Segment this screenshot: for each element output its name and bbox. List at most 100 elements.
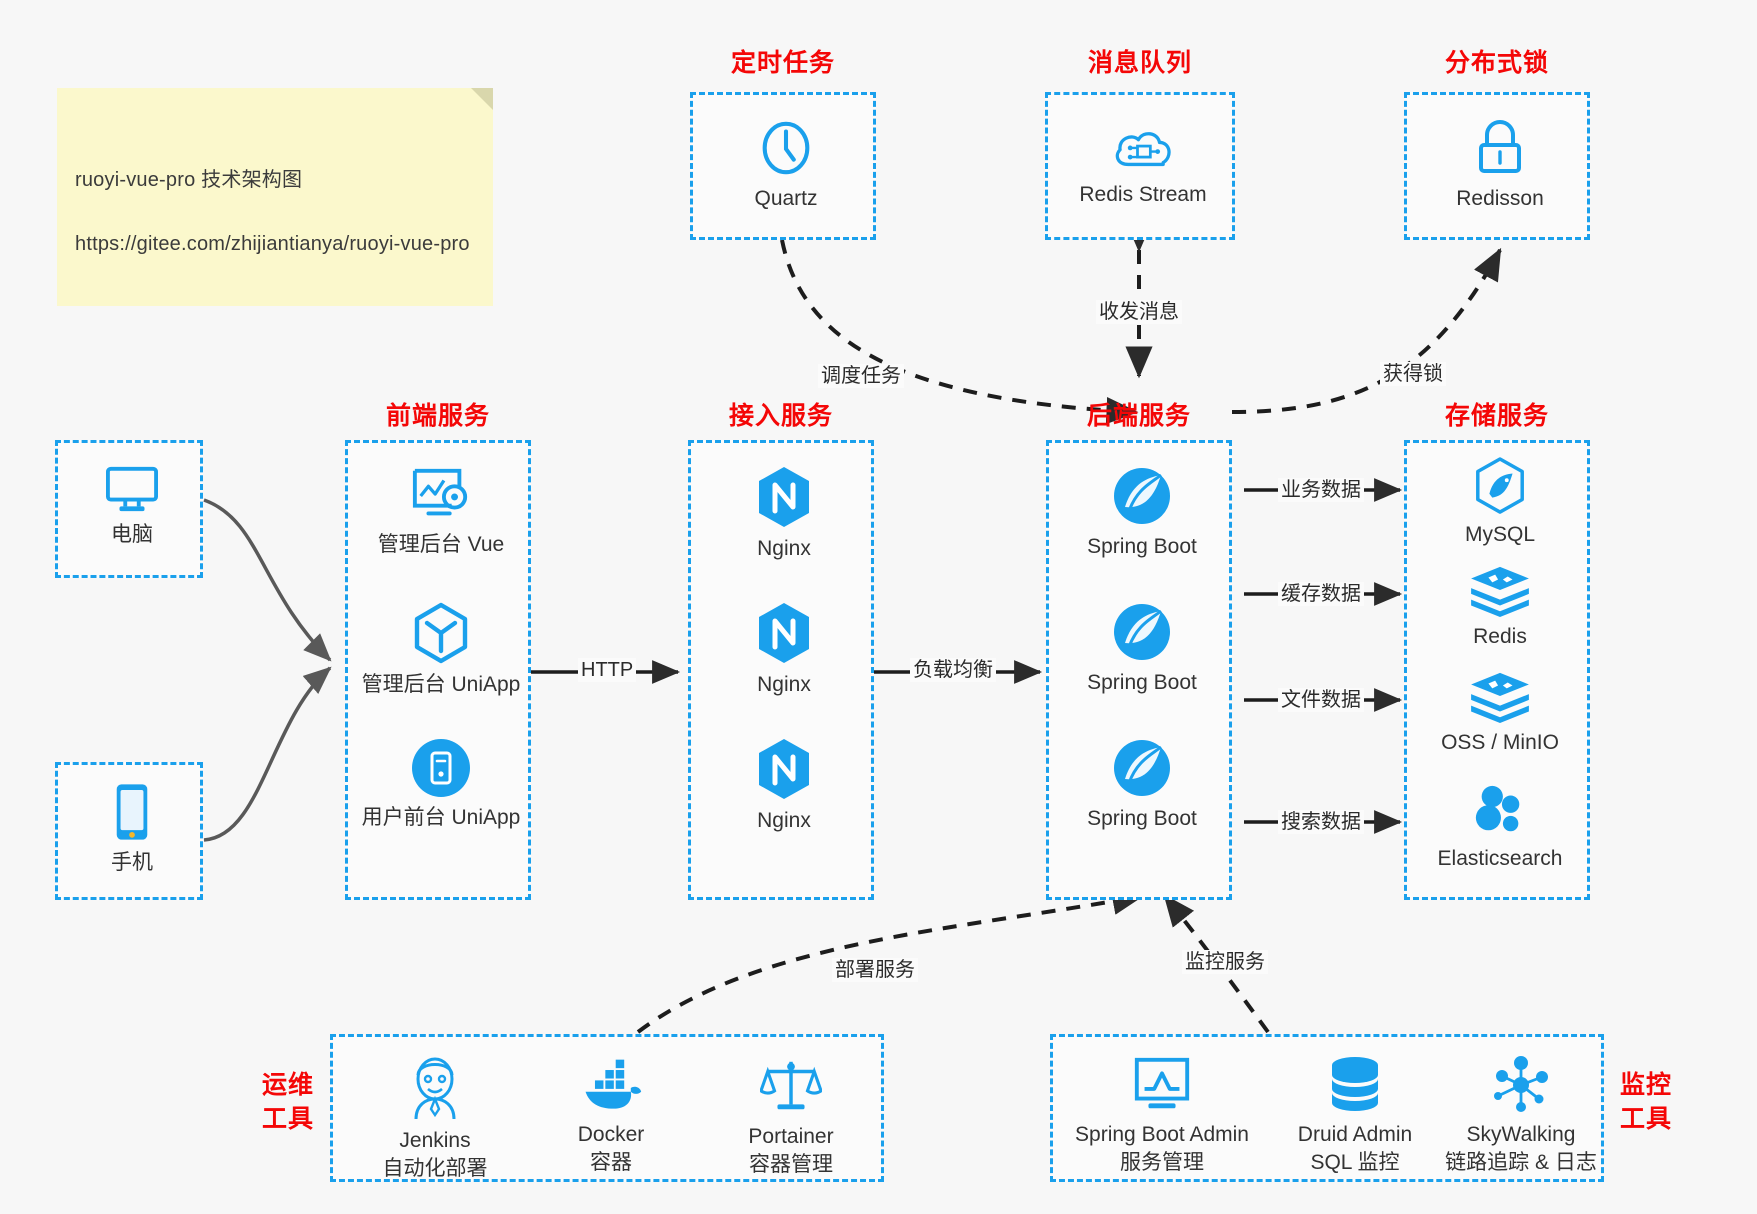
node-admin-uniapp[interactable]: 管理后台 UniApp — [331, 601, 551, 698]
spring-leaf-icon — [1114, 468, 1170, 524]
edge-label-monitor-service: 监控服务 — [1182, 950, 1268, 974]
smartphone-icon — [116, 784, 148, 840]
node-label: 手机 — [111, 851, 153, 874]
node-spring-boot-admin[interactable]: Spring Boot Admin 服务管理 — [1047, 1055, 1277, 1177]
edge-label-deploy-service: 部署服务 — [832, 958, 918, 982]
node-elasticsearch[interactable]: Elasticsearch — [1395, 783, 1605, 872]
object-storage-icon — [1471, 672, 1529, 723]
node-druid-admin[interactable]: Druid Admin SQL 监控 — [1265, 1055, 1445, 1177]
scales-balance-icon — [760, 1061, 822, 1110]
group-title-scheduled-task: 定时任务 — [730, 49, 835, 77]
node-label: 用户前台 UniApp — [361, 806, 521, 829]
edge-label-http: HTTP — [578, 658, 637, 682]
clock-icon — [762, 121, 810, 175]
node-spring-boot-3[interactable]: Spring Boot — [1049, 737, 1235, 832]
node-label: OSS / MinIO — [1441, 731, 1559, 754]
note-line-url: https://gitee.com/zhijiantianya/ruoyi-vu… — [75, 233, 470, 255]
desktop-monitor-icon — [106, 466, 158, 512]
node-phone[interactable]: 手机 — [58, 781, 206, 876]
node-jenkins[interactable]: Jenkins 自动化部署 — [355, 1055, 515, 1183]
node-sublabel: 服务管理 — [1120, 1151, 1204, 1174]
node-sublabel: 自动化部署 — [382, 1157, 488, 1180]
mysql-dolphin-icon — [1476, 457, 1524, 514]
group-title-frontend-service: 前端服务 — [385, 402, 490, 430]
architecture-note: ruoyi-vue-pro 技术架构图 https://gitee.com/zh… — [57, 88, 493, 306]
node-nginx-3[interactable]: Nginx — [691, 737, 877, 834]
node-label: Spring Boot — [1087, 535, 1197, 558]
node-label: Nginx — [757, 673, 811, 696]
group-title-access-service: 接入服务 — [728, 402, 833, 430]
note-line-title: ruoyi-vue-pro 技术架构图 — [75, 169, 303, 191]
node-admin-vue[interactable]: 管理后台 Vue — [331, 465, 551, 558]
node-sublabel: SQL 监控 — [1310, 1151, 1400, 1174]
edge-label-send-receive-message: 收发消息 — [1096, 300, 1182, 324]
spring-leaf-icon — [1114, 604, 1170, 660]
edge-label-acquire-lock: 获得锁 — [1380, 362, 1446, 386]
edge-label-file-data: 文件数据 — [1278, 688, 1364, 712]
node-sublabel: 链路追踪 & 日志 — [1445, 1151, 1597, 1174]
node-user-uniapp[interactable]: 用户前台 UniApp — [331, 738, 551, 831]
database-cylinder-icon — [1332, 1057, 1378, 1111]
group-client-pc: 电脑 — [55, 440, 203, 578]
node-sublabel: 容器管理 — [749, 1153, 833, 1176]
note-fold-corner — [471, 88, 493, 110]
node-label: Spring Boot — [1087, 671, 1197, 694]
node-label: Redis Stream — [1079, 183, 1207, 206]
edge-label-business-data: 业务数据 — [1278, 478, 1364, 502]
node-quartz[interactable]: Quartz — [693, 117, 879, 212]
edge-label-load-balance: 负载均衡 — [910, 658, 996, 682]
node-label: Nginx — [757, 809, 811, 832]
node-oss-minio[interactable]: OSS / MinIO — [1395, 671, 1605, 756]
node-nginx-2[interactable]: Nginx — [691, 601, 877, 698]
node-label: Spring Boot — [1087, 807, 1197, 830]
dashboard-screen-icon — [412, 468, 468, 516]
node-redis[interactable]: Redis — [1395, 565, 1605, 650]
group-title-backend-service: 后端服务 — [1086, 402, 1191, 430]
jenkins-butler-icon — [414, 1057, 456, 1120]
node-mysql[interactable]: MySQL — [1395, 457, 1605, 548]
node-redis-stream[interactable]: Redis Stream — [1048, 119, 1238, 208]
docker-whale-icon — [585, 1059, 642, 1109]
group-access-service: Nginx Nginx Nginx — [688, 440, 874, 900]
cloud-network-icon — [1115, 132, 1171, 167]
node-label: Redisson — [1456, 187, 1544, 210]
node-label: Spring Boot Admin — [1075, 1123, 1249, 1146]
group-backend-service: Spring Boot Spring Boot Spring Boot — [1046, 440, 1232, 900]
node-label: Quartz — [754, 187, 818, 210]
edge-label-schedule-task: 调度任务 — [818, 364, 904, 388]
node-sublabel: 容器 — [590, 1151, 632, 1174]
spring-leaf-icon — [1114, 740, 1170, 796]
node-label: Elasticsearch — [1437, 847, 1563, 870]
skywalking-node-icon — [1494, 1056, 1548, 1112]
group-title-distributed-lock: 分布式锁 — [1444, 49, 1549, 77]
group-client-phone: 手机 — [55, 762, 203, 900]
edge-pc-to-frontend — [203, 498, 332, 662]
node-pc[interactable]: 电脑 — [58, 463, 206, 548]
group-scheduled-task: Quartz — [690, 92, 876, 240]
node-spring-boot-2[interactable]: Spring Boot — [1049, 601, 1235, 696]
group-monitor-tools: Spring Boot Admin 服务管理 Druid Admin SQL 监… — [1050, 1034, 1604, 1182]
nginx-icon — [759, 739, 809, 799]
node-label: SkyWalking — [1466, 1123, 1576, 1146]
group-frontend-service: 管理后台 Vue 管理后台 UniApp 用户前台 UniApp — [345, 440, 531, 900]
uniapp-cube-icon — [414, 602, 468, 664]
node-redisson[interactable]: Redisson — [1407, 117, 1593, 212]
group-title-monitor-tools: 监控 工具 — [1619, 1071, 1672, 1133]
edge-backend-to-lock — [1231, 247, 1502, 414]
group-title-message-queue: 消息队列 — [1087, 49, 1192, 77]
node-nginx-1[interactable]: Nginx — [691, 465, 877, 562]
node-docker[interactable]: Docker 容器 — [531, 1059, 691, 1177]
edge-label-search-data: 搜索数据 — [1278, 810, 1364, 834]
node-portainer[interactable]: Portainer 容器管理 — [711, 1055, 871, 1179]
node-label: Jenkins — [399, 1129, 471, 1152]
node-label: MySQL — [1464, 523, 1535, 546]
node-label: Druid Admin — [1297, 1123, 1413, 1146]
node-skywalking[interactable]: SkyWalking 链路追踪 & 日志 — [1421, 1055, 1621, 1177]
edge-phone-to-frontend — [203, 666, 332, 842]
node-label: Redis — [1473, 625, 1527, 648]
node-spring-boot-1[interactable]: Spring Boot — [1049, 465, 1235, 560]
group-storage-service: MySQL Redis OSS / MinIO — [1404, 440, 1590, 900]
monitor-chart-icon — [1134, 1057, 1190, 1109]
redis-stack-icon — [1471, 566, 1529, 617]
